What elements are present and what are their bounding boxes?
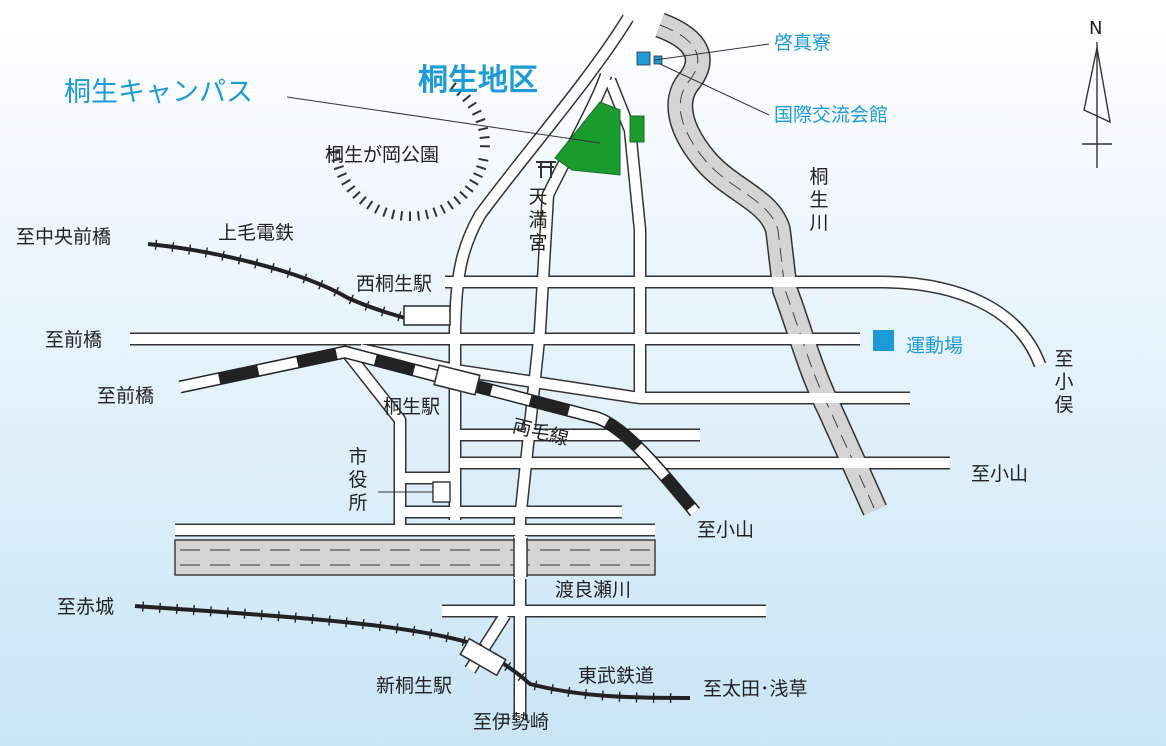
dest-akagi-label: 至赤城 [57, 596, 115, 618]
tobu-railway-label: 東武鉄道 [578, 665, 655, 687]
kiryu-river [655, 12, 887, 516]
watarase-river [174, 536, 656, 579]
district-title: 桐生地区 [418, 63, 538, 98]
tenmangu-label: 天満宮 [528, 186, 548, 254]
jomo-railway [147, 239, 406, 322]
ryomo-railway [178, 345, 700, 517]
shiyakusho-label: 市役所 [348, 446, 368, 514]
keishinryo-label: 啓真寮 [774, 32, 832, 54]
kiryu-campus [554, 101, 645, 176]
leader-lines [286, 43, 770, 493]
dest-chuo-maebashi-label: 至中央前橋 [16, 226, 112, 248]
nishi-kiryu-station-label: 西桐生駅 [356, 273, 433, 295]
shin-kiryu-station-label: 新桐生駅 [376, 675, 453, 697]
dest-ota-asakusa-label: 至太田･浅草 [703, 678, 808, 700]
kiryu-river-label: 桐生川 [809, 166, 829, 234]
park-marker [330, 82, 491, 221]
campus-area [554, 101, 621, 176]
nishi-kiryu-station-marker [403, 305, 451, 326]
dest-maebashi-road-label: 至前橋 [45, 329, 103, 351]
watarase-bridge [514, 536, 527, 579]
campus-label: 桐生キャンパス [64, 77, 253, 108]
park-label: 桐生が岡公園 [325, 144, 440, 166]
compass-rose [1082, 42, 1112, 168]
undojo-marker [873, 330, 894, 351]
kiryu-station-label: 桐生駅 [383, 396, 441, 418]
keishinryo-marker [636, 51, 651, 66]
dest-oyama-rail-label: 至小山 [697, 519, 755, 541]
dest-isesaki-label: 至伊勢崎 [473, 711, 550, 733]
torii-icon [536, 161, 556, 178]
kokusai-kaikan-label: 国際交流会館 [774, 104, 889, 126]
dest-maebashi-rail-label: 至前橋 [97, 385, 155, 407]
shin-kiryu-station-marker [459, 637, 507, 677]
dest-oyama-road-label: 至小山 [971, 463, 1029, 485]
road-network [130, 14, 1047, 720]
kiryu-station-marker [433, 364, 481, 396]
undojo-label: 運動場 [906, 335, 964, 357]
shiyakusho-marker [432, 481, 451, 503]
jomo-railway-label: 上毛電鉄 [218, 222, 295, 244]
campus-annex [629, 115, 645, 143]
dest-omata-label: 至小俣 [1054, 348, 1074, 416]
compass-north-label: N [1089, 18, 1103, 39]
watarase-river-label: 渡良瀬川 [555, 579, 632, 601]
